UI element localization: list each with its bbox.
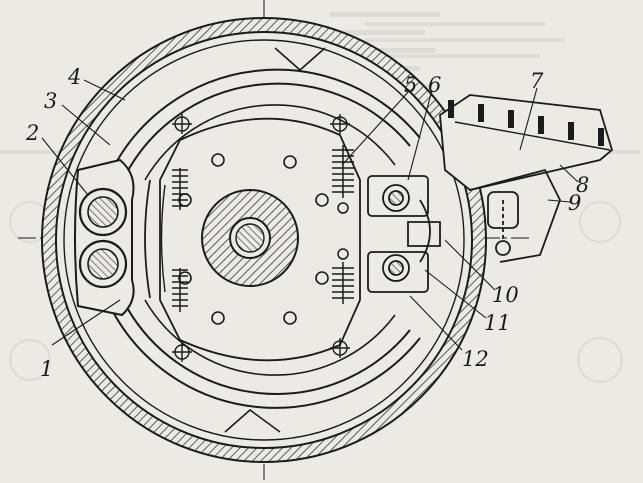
callout-8: 8	[576, 173, 589, 197]
expander-unit	[367, 175, 441, 293]
callout-10: 10	[492, 283, 519, 307]
callout-6: 6	[428, 73, 441, 97]
mounting-bracket	[469, 168, 561, 263]
left-springs	[172, 168, 188, 312]
leader-lines	[41, 79, 579, 351]
right-springs	[332, 145, 354, 304]
callout-9: 9	[568, 191, 581, 215]
callout-7: 7	[530, 69, 544, 93]
callout-3: 3	[44, 89, 57, 113]
callout-1: 1	[40, 357, 53, 381]
callout-12: 12	[462, 347, 489, 371]
wheel-hub	[201, 189, 299, 287]
brake-chamber	[439, 94, 614, 191]
callout-4: 4	[67, 65, 81, 89]
bolt-holes	[178, 153, 329, 325]
anchor-pins	[78, 187, 128, 289]
anchor-bracket	[74, 158, 135, 317]
callout-11: 11	[484, 311, 511, 335]
brake-shoes	[111, 68, 421, 409]
callouts: 1 2 3 4 5 6 7 8 9 10 11 12	[25, 65, 589, 381]
callout-2: 2	[25, 121, 39, 145]
callout-5: 5	[404, 73, 417, 97]
plate-bolts	[172, 114, 350, 362]
